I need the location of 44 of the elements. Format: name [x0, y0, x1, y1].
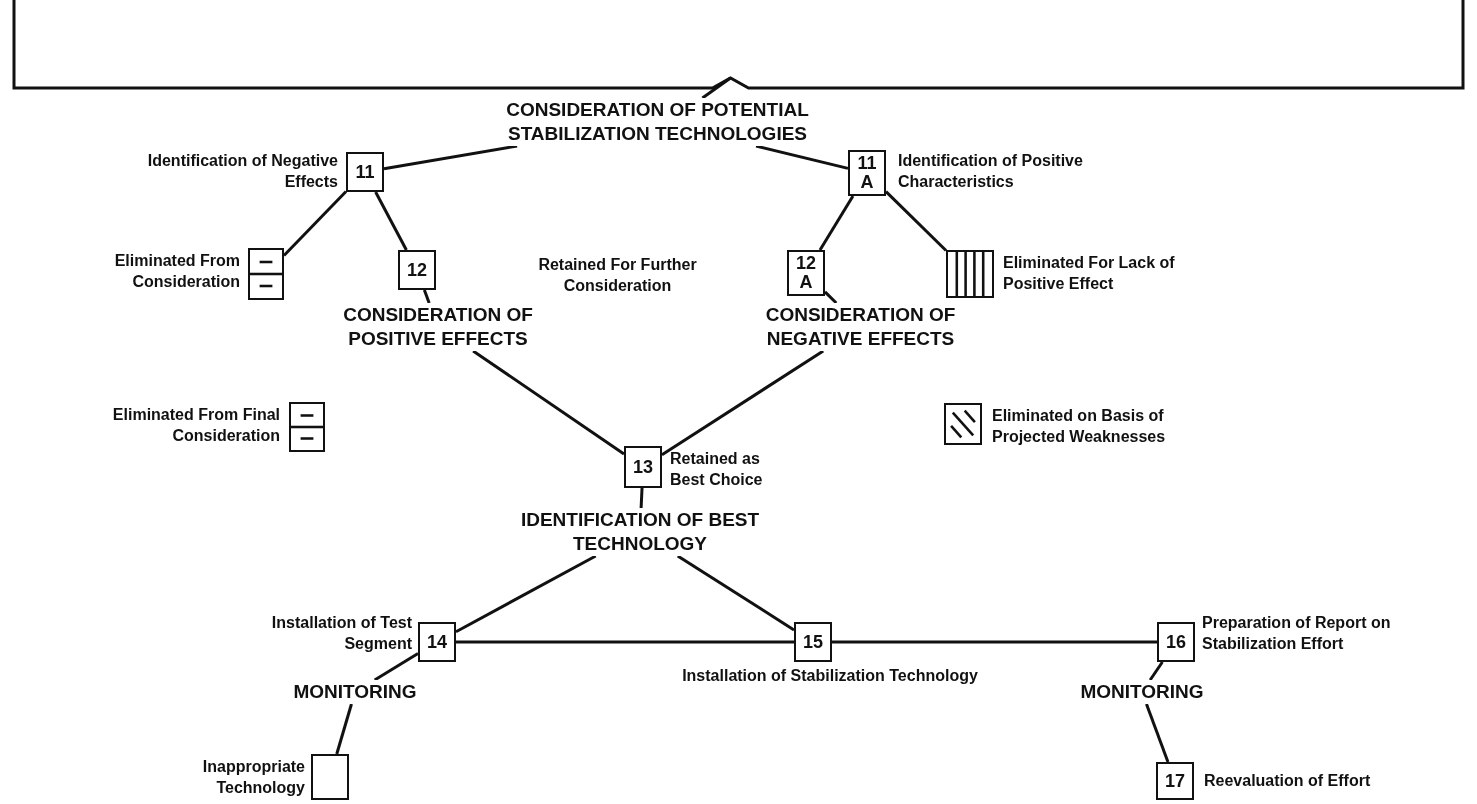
connector-line: [455, 554, 597, 634]
connector-line: [832, 640, 1157, 644]
box-caption: Installation of Stabilization Technology: [681, 666, 979, 686]
box-caption: Eliminated From Consideration: [113, 251, 240, 292]
step-number-box: 13: [624, 446, 662, 488]
box-caption: Identification of Negative Effects: [146, 151, 338, 192]
box-caption: Installation of Test Segment: [270, 613, 412, 654]
step-number-box: 17: [1156, 762, 1194, 800]
step-number-box: 16: [1157, 622, 1195, 662]
connector-line: [661, 349, 825, 457]
connector-line: [373, 652, 419, 682]
connector-line: [374, 191, 408, 251]
box-caption: Identification of Positive Characteristics: [898, 151, 1084, 192]
box-caption: Preparation of Report on Stabilization Effort: [1202, 613, 1392, 654]
outcome-box: [311, 754, 349, 800]
outcome-box: [248, 248, 284, 300]
step-number-box: 15: [794, 622, 832, 662]
connector-line: [1145, 703, 1170, 763]
connector-line: [676, 554, 795, 632]
box-caption: Eliminated on Basis of Projected Weaknesses: [992, 406, 1167, 447]
step-number-box: 11: [346, 152, 384, 192]
connector-line: [639, 487, 644, 509]
box-caption: Eliminated From Final Consideration: [111, 405, 280, 446]
note-text: Retained For Further Consideration: [537, 255, 698, 296]
step-number-box: 12: [398, 250, 436, 290]
connector-line: [422, 289, 431, 304]
connector-line: [335, 703, 353, 755]
outcome-box: [944, 403, 982, 445]
connector-line: [383, 144, 518, 171]
box-caption: Reevaluation of Effort: [1204, 771, 1372, 791]
connector-line: [755, 144, 849, 170]
box-caption: Retained as Best Choice: [670, 449, 764, 490]
connector-line: [472, 349, 625, 456]
connector-line: [1148, 661, 1164, 681]
connector-line: [818, 195, 855, 251]
outcome-box: [289, 402, 325, 452]
step-number-box: 12 A: [787, 250, 825, 296]
box-caption: Eliminated For Lack of Positive Effect: [1003, 253, 1176, 294]
box-caption: Inappropriate Technology: [201, 757, 305, 798]
step-number-box: 14: [418, 622, 456, 662]
bracket: [12, 0, 1465, 92]
step-number-box: 11 A: [848, 150, 886, 196]
outcome-box: [946, 250, 994, 298]
connector-line: [456, 640, 794, 644]
